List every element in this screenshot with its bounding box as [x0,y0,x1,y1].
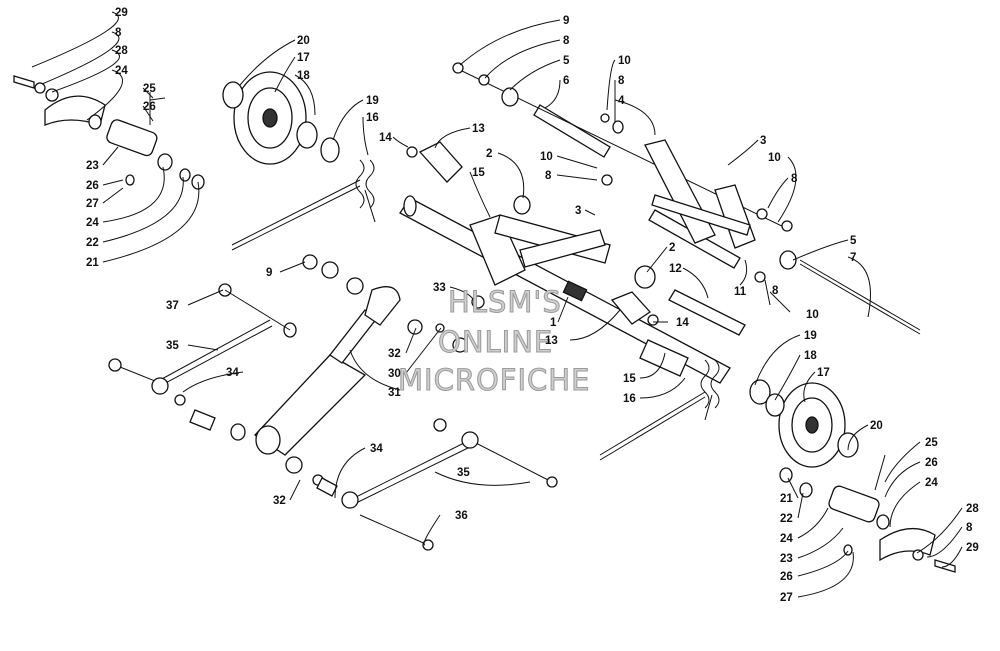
callout-label: 31 [388,387,401,399]
callout-label: 27 [86,198,99,210]
rear-scissor-links [108,283,297,441]
center-frame [469,195,611,302]
callout-label: 2 [486,148,492,160]
leader-lines [31,11,963,598]
callout-label: 36 [455,510,468,522]
callout-label: 8 [545,170,552,182]
callout-label: 10 [540,151,553,163]
callout-label: 18 [804,350,817,362]
callout-label: 22 [86,237,99,249]
callout-label: 3 [760,135,766,147]
callout-label: 21 [86,257,99,269]
callout-label: 14 [676,317,689,329]
callout-label: 1 [550,317,557,329]
callout-label: 24 [115,65,128,77]
callout-label: 32 [273,495,286,507]
callout-label: 15 [623,373,636,385]
callout-label: 29 [115,7,128,19]
callout-label: 24 [925,477,938,489]
watermark-line-1: HLSM'S [448,285,562,319]
callout-label: 13 [472,123,485,135]
callout-label: 26 [925,457,938,469]
watermark-line-3: MICROFICHE [398,363,590,397]
callout-label: 8 [115,27,122,39]
callout-label: 29 [966,542,979,554]
callout-label: 21 [780,493,793,505]
callout-label: 37 [166,300,179,312]
callout-label: 16 [623,393,636,405]
callout-label: 32 [388,348,401,360]
parts-artwork [13,62,956,573]
callout-label: 9 [563,15,569,27]
callout-label: 10 [806,309,819,321]
callout-label: 34 [226,367,239,379]
callout-label: 19 [366,95,379,107]
callout-label: 24 [780,533,793,545]
right-bracket [600,113,793,283]
callout-label: 17 [817,367,830,379]
left-arm-bracket [13,75,205,190]
callout-label: 20 [870,420,883,432]
callout-label: 8 [966,522,973,534]
watermark: HLSM'S ONLINE MICROFICHE [398,285,590,398]
callout-label: 17 [297,52,310,64]
callout-label: 34 [370,443,383,455]
callout-label: 19 [804,330,817,342]
callout-label: 33 [433,282,446,294]
callout-label: 9 [266,267,272,279]
callout-label: 26 [86,180,99,192]
callout-label: 15 [472,167,485,179]
callout-label: 13 [545,335,558,347]
callout-labels: 29 8 28 24 25 26 23 26 27 24 22 21 20 17… [86,7,979,604]
callout-label: 24 [86,217,99,229]
callout-label: 7 [850,252,856,264]
callout-label: 8 [618,75,625,87]
shock-absorber [254,254,468,456]
spring-blocks [406,141,659,326]
callout-label: 12 [669,263,682,275]
callout-label: 4 [618,95,625,107]
callout-label: 26 [143,101,156,113]
left-idler-wheel [222,71,340,165]
callout-label: 8 [563,35,570,47]
watermark-line-2: ONLINE [438,325,553,359]
callout-label: 28 [115,45,128,57]
right-arm-bracket [779,454,956,573]
callout-label: 30 [388,368,401,380]
callout-label: 23 [780,553,793,565]
left-torsion-spring [231,159,376,251]
callout-label: 6 [563,75,569,87]
callout-label: 35 [457,467,470,479]
callout-label: 18 [297,70,310,82]
callout-label: 28 [966,503,979,515]
callout-label: 11 [734,286,747,298]
callout-label: 8 [791,173,798,185]
callout-label: 22 [780,513,793,525]
callout-label: 5 [563,55,570,67]
callout-label: 10 [768,152,781,164]
callout-label: 5 [850,235,857,247]
callout-label: 16 [366,112,379,124]
callout-label: 26 [780,571,793,583]
callout-label: 2 [669,242,675,254]
callout-label: 25 [143,83,156,95]
front-scissor-links [285,418,558,551]
callout-label: 3 [575,205,581,217]
callout-label: 35 [166,340,179,352]
callout-label: 27 [780,592,793,604]
right-idler-wheel [749,379,859,468]
callout-label: 20 [297,35,310,47]
callout-label: 23 [86,160,99,172]
callout-label: 14 [379,132,392,144]
callout-label: 25 [925,437,938,449]
callout-label: 10 [618,55,631,67]
callout-label: 8 [772,285,779,297]
